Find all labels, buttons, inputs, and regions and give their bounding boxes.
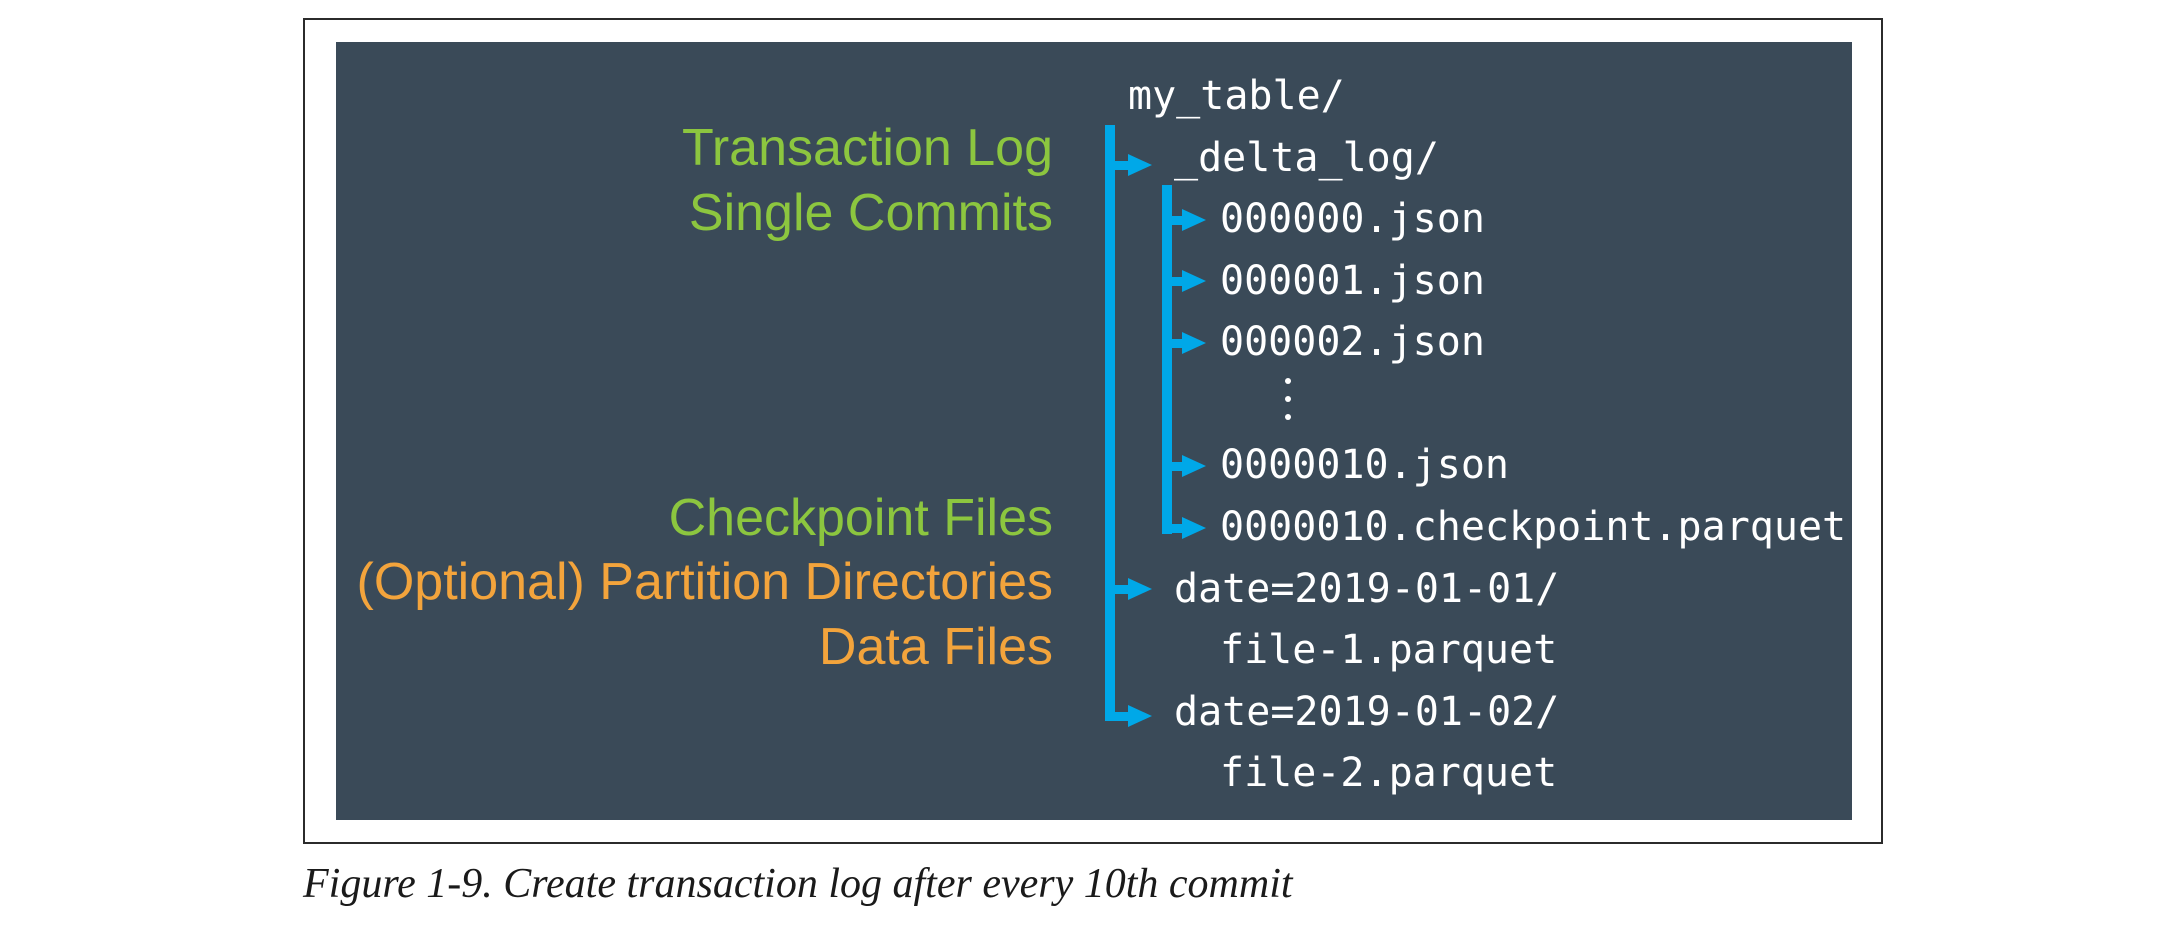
label-single-commits: Single Commits: [688, 184, 1053, 242]
label-data-files: Data Files: [818, 618, 1053, 676]
tree-commit-1: 000001.json: [1220, 258, 1485, 304]
tree-partition-2: date=2019-01-02/: [1174, 689, 1560, 735]
tree-file-1: file-1.parquet: [1220, 627, 1558, 673]
label-partition-directories: (Optional) Partition Directories: [356, 553, 1053, 611]
diagram-panel: [336, 42, 1852, 820]
tree-file-2: file-2.parquet: [1220, 750, 1558, 796]
tree-commit-2: 000002.json: [1220, 319, 1485, 365]
tree-commit-0: 000000.json: [1220, 196, 1485, 242]
label-checkpoint-files: Checkpoint Files: [668, 489, 1053, 547]
ellipsis-more-commits: [1282, 376, 1294, 426]
tree-root: my_table/: [1128, 73, 1345, 119]
tree-delta-log: _delta_log/: [1174, 135, 1439, 181]
tree-checkpoint: 0000010.checkpoint.parquet: [1220, 504, 1847, 550]
tree-commit-10: 0000010.json: [1220, 442, 1509, 488]
figure-caption: Figure 1-9. Create transaction log after…: [303, 861, 1293, 907]
tree-partition-1: date=2019-01-01/: [1174, 566, 1560, 612]
label-transaction-log: Transaction Log: [682, 119, 1053, 177]
